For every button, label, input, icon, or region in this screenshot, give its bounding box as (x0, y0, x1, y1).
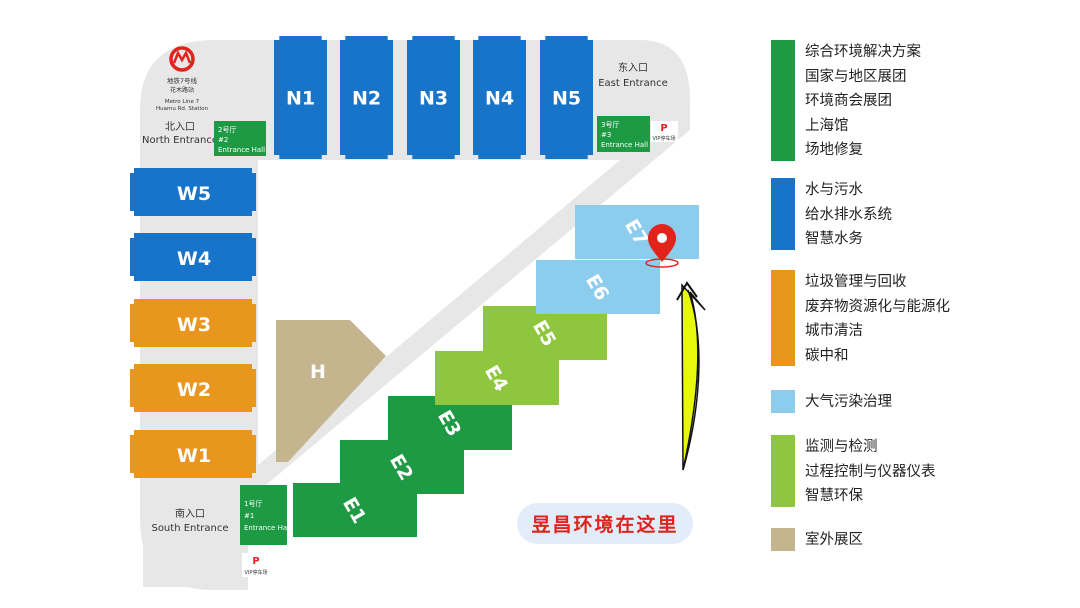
svg-text:W5: W5 (177, 183, 211, 205)
legend-item: 水与污水 (805, 182, 863, 198)
svg-text:VIP停车场: VIP停车场 (245, 569, 268, 576)
hall-E5: E5 (483, 306, 607, 360)
hall-E2: E2 (339, 440, 464, 494)
metro-station-en: Huamu Rd. Station (156, 106, 208, 112)
legend-item: 监测与检测 (805, 439, 878, 455)
hall-N4: N4 (473, 36, 526, 159)
metro-station-cn: 花木路站 (170, 86, 194, 94)
svg-text:VIP停车场: VIP停车场 (653, 135, 676, 142)
hall-N5: N5 (540, 36, 593, 159)
entrance-hall-3: 3号厅 #3 Entrance Hall (597, 116, 650, 152)
svg-text:3号厅: 3号厅 (601, 121, 619, 129)
metro-line-cn: 地铁7号线 (167, 76, 198, 85)
metro-line-en: Metro Line 7 (165, 99, 200, 105)
legend-item: 城市清洁 (805, 323, 863, 339)
hall-W5: W5 (130, 168, 256, 216)
south-entrance-en: South Entrance (151, 523, 228, 534)
svg-text:1号厅: 1号厅 (244, 500, 262, 508)
hall-N2: N2 (340, 36, 393, 159)
hall-N1: N1 (274, 36, 327, 159)
north-entrance-en: North Entrance (142, 135, 218, 146)
svg-text:W4: W4 (177, 248, 211, 270)
hall-W4: W4 (130, 233, 256, 281)
svg-text:W3: W3 (177, 314, 211, 336)
vip-parking-south: P VIP停车场 (242, 553, 270, 577)
east-entrance-en: East Entrance (598, 78, 668, 89)
legend-item: 废弃物资源化与能源化 (805, 298, 950, 315)
svg-text:N5: N5 (552, 88, 581, 110)
svg-text:#1: #1 (244, 512, 254, 520)
legend-item: 智慧环保 (805, 488, 863, 504)
legend-swatch (771, 40, 795, 161)
entrance-hall-2: 2号厅 #2 Entrance Hall (214, 121, 266, 156)
svg-text:#3: #3 (601, 131, 611, 139)
legend-swatch (771, 178, 795, 250)
hall-E6: E6 (536, 260, 661, 314)
hall-E4: E4 (435, 351, 559, 405)
legend-item: 大气污染治理 (805, 394, 892, 410)
company-location-label: 昱昌环境在这里 (517, 503, 693, 544)
svg-text:N4: N4 (485, 88, 514, 110)
legend-item: 给水排水系统 (805, 206, 892, 223)
svg-text:N1: N1 (286, 88, 315, 110)
legend-item: 垃圾管理与回收 (805, 274, 907, 290)
svg-text:Entrance Hall: Entrance Hall (218, 146, 265, 154)
svg-text:W1: W1 (177, 445, 211, 467)
svg-text:N2: N2 (352, 88, 381, 110)
svg-text:N3: N3 (419, 88, 448, 110)
legend-swatch (771, 270, 795, 366)
hall-E1: E1 (293, 483, 417, 538)
east-entrance-cn: 东入口 (618, 61, 648, 74)
svg-text:Entrance Hall: Entrance Hall (244, 524, 291, 532)
legend-swatch (771, 528, 795, 551)
hall-E3: E3 (388, 396, 512, 450)
hall-N3: N3 (407, 36, 460, 159)
svg-text:Entrance Hall: Entrance Hall (601, 141, 648, 149)
hall-W1: W1 (130, 430, 256, 478)
legend-item: 国家与地区展团 (805, 68, 907, 85)
hall-W2: W2 (130, 364, 256, 412)
vip-parking-north: P VIP停车场 (651, 121, 678, 142)
legend-item: 综合环境解决方案 (805, 44, 921, 60)
south-entrance-area (143, 483, 241, 587)
svg-text:2号厅: 2号厅 (218, 126, 236, 134)
legend-item: 环境商会展团 (805, 93, 892, 109)
svg-text:W2: W2 (177, 379, 211, 401)
svg-text:H: H (310, 361, 326, 383)
arrow-icon (676, 281, 706, 471)
location-pin-icon (645, 224, 679, 268)
legend-item: 碳中和 (805, 347, 849, 364)
entrance-hall-1: 1号厅 #1 Entrance Hall (240, 485, 291, 545)
legend-swatch (771, 435, 795, 507)
company-location-text: 昱昌环境在这里 (531, 514, 679, 536)
south-entrance-cn: 南入口 (175, 507, 205, 520)
legend-item: 室外展区 (805, 532, 863, 548)
hall-W3: W3 (130, 299, 256, 347)
metro-icon (169, 46, 195, 72)
svg-text:P: P (660, 123, 667, 134)
legend-item: 智慧水务 (805, 231, 863, 247)
legend-item: 过程控制与仪器仪表 (805, 463, 936, 480)
svg-text:#2: #2 (218, 136, 228, 144)
metro-icon-m (172, 50, 192, 64)
hall-H: H (276, 320, 386, 462)
legend-item: 上海馆 (805, 117, 849, 134)
legend-swatch (771, 390, 795, 413)
svg-text:P: P (252, 556, 259, 567)
north-entrance-cn: 北入口 (165, 121, 195, 133)
metro-logo: 地铁7号线 花木路站 Metro Line 7 Huamu Rd. Statio… (156, 46, 208, 112)
legend-item: 场地修复 (805, 142, 863, 158)
